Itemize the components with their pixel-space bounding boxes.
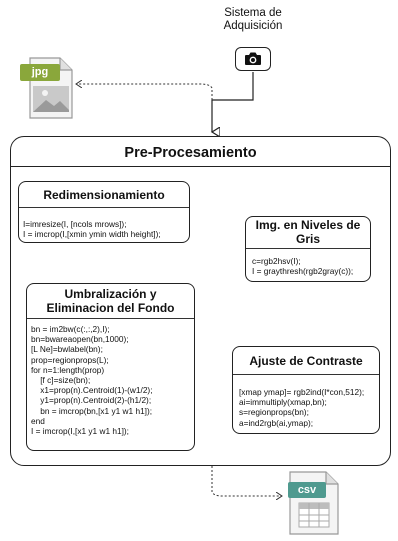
jpg-link-dotted (76, 84, 213, 100)
csv-file-ext: csv (297, 484, 317, 496)
step-contrast-box[interactable]: Ajuste de Contraste [xmap ymap]= rgb2ind… (232, 346, 380, 434)
camera-node[interactable] (235, 47, 271, 71)
preprocessing-title-divider (11, 166, 390, 167)
csv-file-node[interactable]: csv (280, 470, 346, 536)
jpg-file-tab (20, 64, 60, 81)
camera-icon (244, 52, 261, 65)
step-contrast-code: [xmap ymap]= rgb2ind(I*con,512); ai=immu… (239, 387, 365, 428)
step-gray-title-line1: Img. en Niveles de (255, 218, 361, 232)
step-threshold-title-line1: Umbralización y (64, 287, 157, 301)
step-threshold-divider (27, 318, 194, 319)
step-threshold-code: bn = im2bw(c(:,:,2),I); bn=bwareaopen(bn… (31, 324, 153, 437)
preprocessing-to-csv-dotted (211, 466, 282, 496)
step-resize-code: I=imresize(I, [ncols mrows]); I = imcrop… (23, 219, 161, 240)
step-resize-title: Redimensionamiento (43, 188, 165, 202)
step-gray-title-line2: Gris (295, 232, 320, 246)
step-contrast-title: Ajuste de Contraste (249, 354, 363, 368)
spreadsheet-file-icon (289, 471, 339, 535)
step-threshold-title: Umbralización y Eliminacion del Fondo (27, 287, 194, 315)
step-contrast-divider (233, 374, 379, 375)
step-resize-box[interactable]: Redimensionamiento I=imresize(I, [ncols … (18, 181, 190, 243)
step-threshold-box[interactable]: Umbralización y Eliminacion del Fondo bn… (26, 283, 195, 451)
jpg-file-ext: jpg (31, 66, 49, 78)
acquisition-label-line1: Sistema de (224, 7, 282, 19)
jpg-file-node[interactable]: jpg (16, 54, 78, 122)
acquisition-label: Sistema de Adquisición (203, 7, 303, 33)
camera-to-preprocessing-arrow (212, 72, 254, 132)
preprocessing-title: Pre-Procesamiento (124, 145, 257, 161)
acquisition-label-line2: Adquisición (223, 20, 283, 32)
step-threshold-title-line2: Eliminacion del Fondo (46, 301, 175, 315)
step-gray-divider (246, 248, 370, 249)
image-file-icon (29, 57, 73, 119)
step-gray-code: c=rgb2hsv(I); I = graythresh(rgb2gray(c)… (252, 256, 354, 277)
step-gray-title: Img. en Niveles de Gris (246, 218, 370, 246)
csv-file-tab (288, 482, 326, 498)
step-resize-divider (19, 207, 189, 208)
step-gray-box[interactable]: Img. en Niveles de Gris c=rgb2hsv(I); I … (245, 216, 371, 282)
